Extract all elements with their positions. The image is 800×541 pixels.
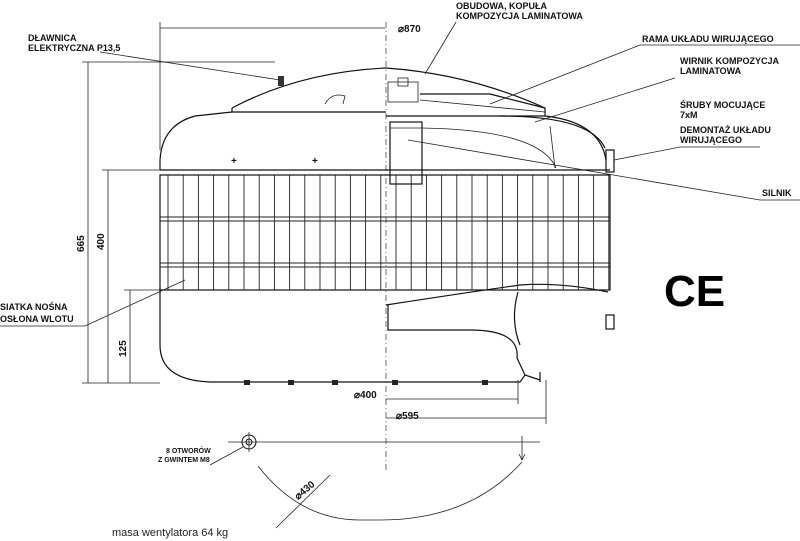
cable-gland-label-2: ELEKTRYCZNA P13,5 [28,43,120,53]
dimension-665: 665 [76,61,275,384]
impeller-callout: WIRNIK KOMPOZYCJA LAMINATOWA [534,56,780,123]
holes-label-2: Z GWINTEM M8 [158,457,210,464]
dim-125-label: 125 [118,340,129,357]
dimension-870: ⌀870 [159,22,421,150]
mass-note: masa wentylatora 64 kg [112,527,228,539]
frame-callout: RAMA UKŁADU WIRUJĄCEGO [489,34,800,105]
holes-label-1: 8 OTWORÓW [166,446,211,455]
dome [159,67,607,161]
impeller-label-1: WIRNIK KOMPOZYCJA [680,56,780,66]
frame-label: RAMA UKŁADU WIRUJĄCEGO [642,34,774,44]
impeller-label-2: LAMINATOWA [680,66,742,76]
housing-body: + + [159,121,610,385]
svg-text:+: + [231,156,237,167]
ce-mark: CE [664,267,725,316]
dimension-400-height: 400 [96,169,160,383]
dim-400-dia-label: ⌀400 [354,390,377,401]
side-clamps [605,149,615,330]
housing-label-2: KOMPOZYCJA LAMINATOWA [456,11,583,21]
mesh-label-1: SIATKA NOŚNA [0,301,68,312]
dim-400-height-label: 400 [96,233,107,250]
screws-label-2: 7xM [680,110,698,120]
holes-callout: 8 OTWORÓW Z GWINTEM M8 [158,446,244,466]
dimension-125: 125 [118,289,160,383]
housing-callout: OBUDOWA, KOPUŁA KOMPOZYCJA LAMINATOWA [424,1,583,75]
dim-665-label: 665 [76,235,87,252]
cable-gland-label-1: DŁAWNICA [28,33,77,43]
dimension-400-dia: ⌀400 [354,380,519,404]
motor-callout: SILNIK [407,139,800,201]
dim-870-label: ⌀870 [398,24,421,35]
dimension-595: ⌀595 [386,380,547,424]
motor-label: SILNIK [762,188,792,198]
mesh-label-2: OSŁONA WLOTU [0,314,74,324]
screws-label-4: WIRUJĄCEGO [680,135,742,145]
screws-label-1: ŚRUBY MOCUJĄCE [680,99,765,110]
dim-595-label: ⌀595 [396,411,419,422]
housing-label-1: OBUDOWA, KOPUŁA [456,1,547,11]
mesh-callout: SIATKA NOŚNA OSŁONA WLOTU [0,279,186,327]
inlet-mesh [159,174,611,291]
screws-callout: ŚRUBY MOCUJĄCE 7xM DEMONTAŻ UKŁADU WIRUJ… [613,99,771,161]
dimension-430: ⌀430 [228,432,540,529]
screws-label-3: DEMONTAŻ UKŁADU [680,125,771,135]
svg-text:+: + [312,156,318,167]
bottom-bolts [244,380,488,385]
cable-gland: DŁAWNICA ELEKTRYCZNA P13,5 [28,33,284,86]
